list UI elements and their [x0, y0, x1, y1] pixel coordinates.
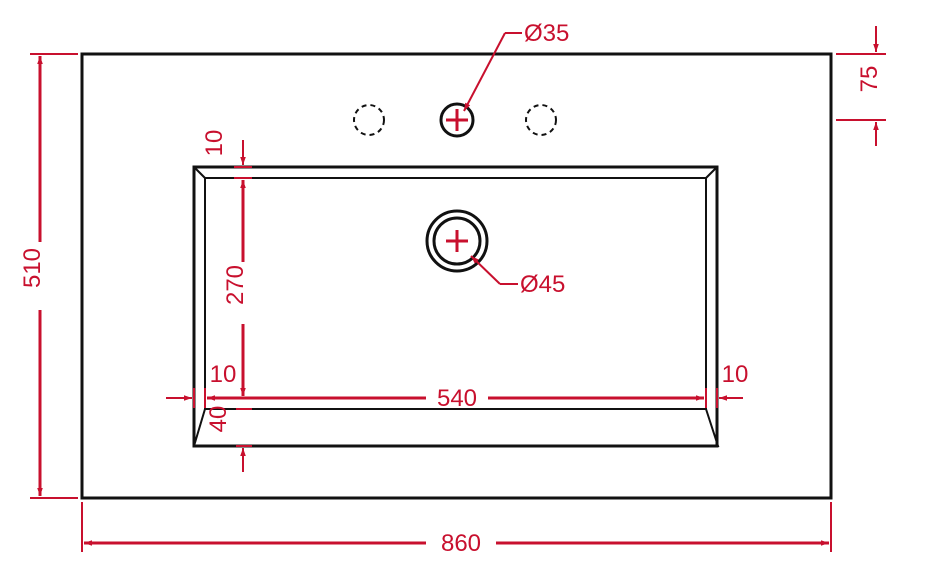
dim-front-slope: 40: [205, 406, 252, 472]
tap-hole-right-optional: [525, 104, 557, 136]
dim-tap-hole-offset-label: 75: [856, 66, 883, 93]
leader-tap-hole-diameter: Ø35: [463, 20, 569, 112]
basin-outline: [80, 52, 833, 500]
dim-tap-hole-offset: 75: [836, 26, 886, 146]
dim-overall-depth: 510: [19, 53, 78, 499]
countertop-outline: [80, 52, 833, 500]
dim-left-wall: 10: [166, 361, 236, 408]
dim-right-wall-label: 10: [722, 361, 749, 388]
bowl-corner-tr: [705, 166, 718, 179]
drain: [425, 209, 489, 273]
tap-hole-left-optional: [353, 104, 385, 136]
dim-front-slope-label: 40: [205, 406, 232, 433]
dim-right-wall: 10: [705, 361, 749, 408]
drain-inner-ring: [432, 216, 482, 266]
dim-overall-width-label: 860: [441, 530, 481, 557]
tap-hole-center-cross-icon: [446, 109, 468, 131]
bowl-corner-tl: [193, 166, 206, 179]
tap-hole-diameter-label: Ø35: [524, 20, 569, 47]
dim-basin-width-label: 540: [437, 385, 477, 412]
dim-overall-width: 860: [81, 502, 832, 557]
dim-basin-depth: 270: [222, 180, 249, 396]
tap-holes: [353, 102, 557, 138]
dim-rim-top-thickness-label: 10: [201, 130, 228, 157]
dim-overall-depth-label: 510: [19, 248, 46, 288]
dim-basin-depth-label: 270: [222, 265, 249, 305]
dim-rim-top-thickness: 10: [201, 130, 252, 179]
drain-center-cross-icon: [446, 230, 468, 252]
tap-hole-center: [439, 102, 475, 138]
drain-diameter-label: Ø45: [520, 271, 565, 298]
dim-basin-width: 540: [207, 385, 704, 412]
dim-left-wall-label: 10: [210, 361, 237, 388]
leader-drain-diameter: Ø45: [470, 255, 565, 298]
drain-outer-ring: [425, 209, 489, 273]
